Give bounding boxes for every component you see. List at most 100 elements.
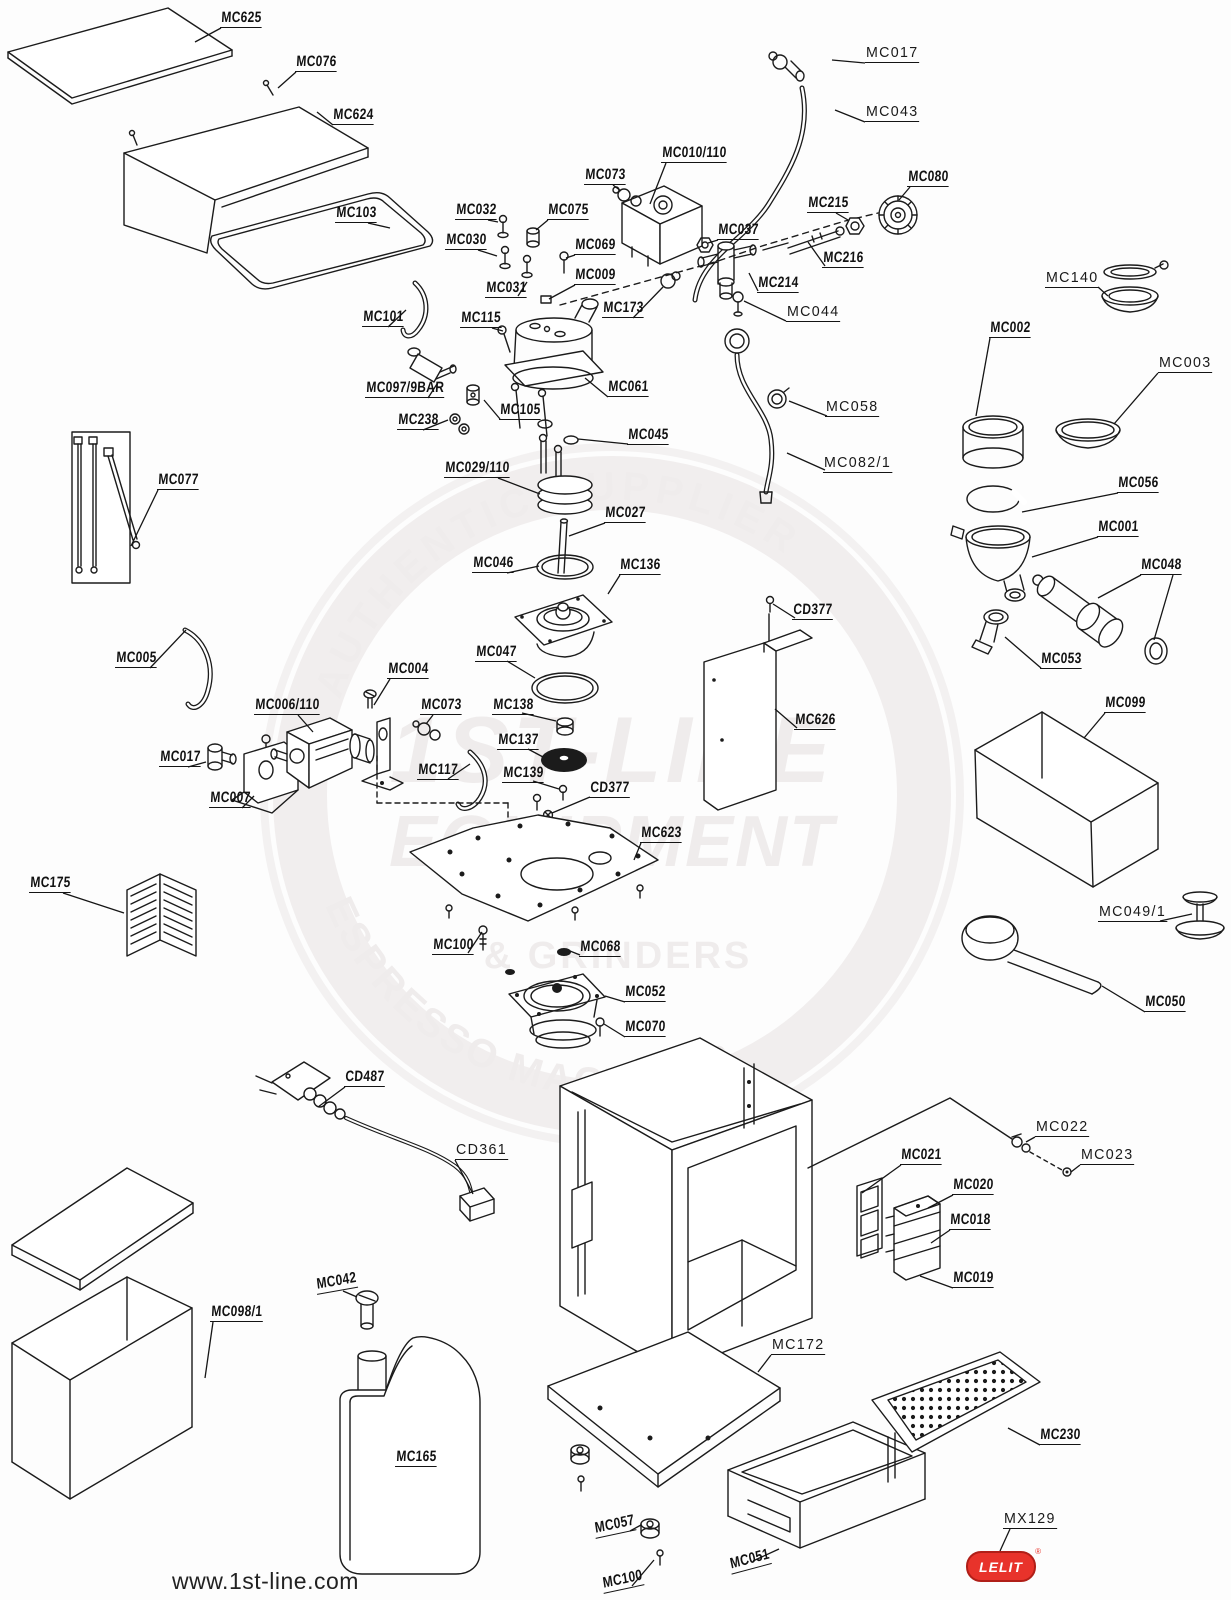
part-label-mc216-14: MC216 [822,249,865,268]
part-pump-mc006 [270,717,375,789]
part-label-mc173-23: MC173 [602,299,645,318]
part-label-mc626-50: MC626 [794,711,837,730]
part-label-mc044-19: MC044 [786,303,841,322]
part-label-mc019-72: MC019 [952,1269,995,1288]
part-valve-mc044 [732,291,744,317]
part-label-mc080-8: MC080 [907,168,950,187]
part-label-mc017-4: MC017 [865,44,920,63]
leader-line [584,377,609,398]
part-label-mc031-17: MC031 [485,279,528,298]
part-label-mc073-7: MC073 [584,166,627,185]
part-label-mc625-0: MC625 [220,9,263,28]
part-top-panel [7,7,233,105]
leader-line [506,660,536,679]
part-grille-mc175 [126,873,197,957]
part-label-mc139-53: MC139 [502,764,545,783]
part-drip-grate-mc230 [871,1351,1041,1453]
part-label-mc623-57: MC623 [640,824,683,843]
lelit-logo: LELIT ® [966,1547,1041,1582]
part-label-mc103-3: MC103 [335,204,378,223]
part-fitting-mc173 [660,271,681,289]
part-label-mc117-52: MC117 [417,761,460,780]
part-label-mc004-46: MC004 [387,660,430,679]
part-shower-disc-mc137 [541,748,587,772]
part-heating-coil [537,433,593,515]
part-screw-mc042 [355,1290,379,1330]
leader-line [532,780,560,790]
part-clamp-mc058 [767,387,790,409]
part-label-mc137-51: MC137 [497,731,540,750]
leader-line [149,629,187,669]
part-label-mc061-24: MC061 [607,378,650,397]
part-label-mc099-44: MC099 [1104,694,1147,713]
leader-line [999,1528,1011,1552]
part-base-frame-mc172 [547,1331,781,1488]
leader-line [835,212,849,221]
part-box-mc098 [11,1276,193,1500]
part-baskets-mc140 [1101,260,1169,313]
leader-line [1083,712,1106,739]
part-label-mc018-71: MC018 [949,1211,992,1230]
leader-line [1097,286,1109,297]
part-label-mc073-48: MC073 [420,696,463,715]
part-label-mc023-68: MC023 [1080,1146,1135,1165]
leader-line [774,708,798,729]
leader-line [919,1275,954,1289]
site-url[interactable]: www.1st-line.com [172,1568,359,1594]
leader-line [373,678,391,706]
part-handle-mc048 [1032,574,1168,665]
part-screw-mc076 [128,79,274,146]
part-side-panel-mc626 [703,595,813,811]
leader-line [604,995,626,1003]
leader-line [487,219,499,223]
lelit-logo-text: LELIT [979,1558,1023,1575]
part-cylinder-mc002 [962,415,1024,469]
part-label-cd487-65: CD487 [344,1068,386,1087]
part-pump-mount-mc052 [508,973,606,1049]
leader-line [927,1194,954,1209]
leader-line [194,27,222,43]
part-tamper-mc049 [1175,891,1225,940]
leader-line [241,795,255,809]
leader-line [565,254,576,259]
leader-line [569,950,581,956]
leader-line [568,522,606,537]
part-label-mc048-40: MC048 [1140,556,1183,575]
leader-line [548,284,576,300]
part-label-mc053-43: MC053 [1040,650,1083,669]
leader-line [632,286,664,319]
leader-line [861,1164,902,1194]
leader-line [1101,985,1146,1013]
part-hex-mc215 [835,217,865,236]
part-label-mc214-18: MC214 [757,274,800,293]
leader-line [551,796,591,814]
leader-line [1153,574,1174,641]
part-label-mc050-64: MC050 [1144,993,1187,1012]
part-label-mc049-1-59: MC049/1 [1098,903,1168,922]
part-label-mc030-12: MC030 [445,231,488,250]
part-label-mc115-22: MC115 [460,309,503,328]
part-label-mc230-77: MC230 [1039,1426,1082,1445]
part-screw-mc004 [363,689,377,709]
part-cover-mc624 [123,106,369,254]
leader-line [707,239,719,244]
part-nipple-mc138 [556,717,574,736]
leader-line [1159,913,1193,922]
part-nuts-mc238 [449,413,470,435]
leader-line [748,272,759,292]
part-label-mc002-25: MC002 [989,319,1032,338]
registered-mark: ® [1035,1547,1041,1556]
leader-line [743,300,787,322]
leader-line [831,59,866,64]
part-label-mc098-1-73: MC098/1 [210,1303,264,1322]
leader-line [1070,1164,1081,1173]
part-label-mc097-9bar-27: MC097/9BAR [365,379,446,398]
leader-line [898,186,911,201]
leader-line [807,241,826,267]
part-label-mc021-69: MC021 [900,1146,943,1165]
part-label-mc017-54: MC017 [159,748,202,767]
part-label-mc069-15: MC069 [574,236,617,255]
part-clamp-mc053 [971,609,1009,655]
